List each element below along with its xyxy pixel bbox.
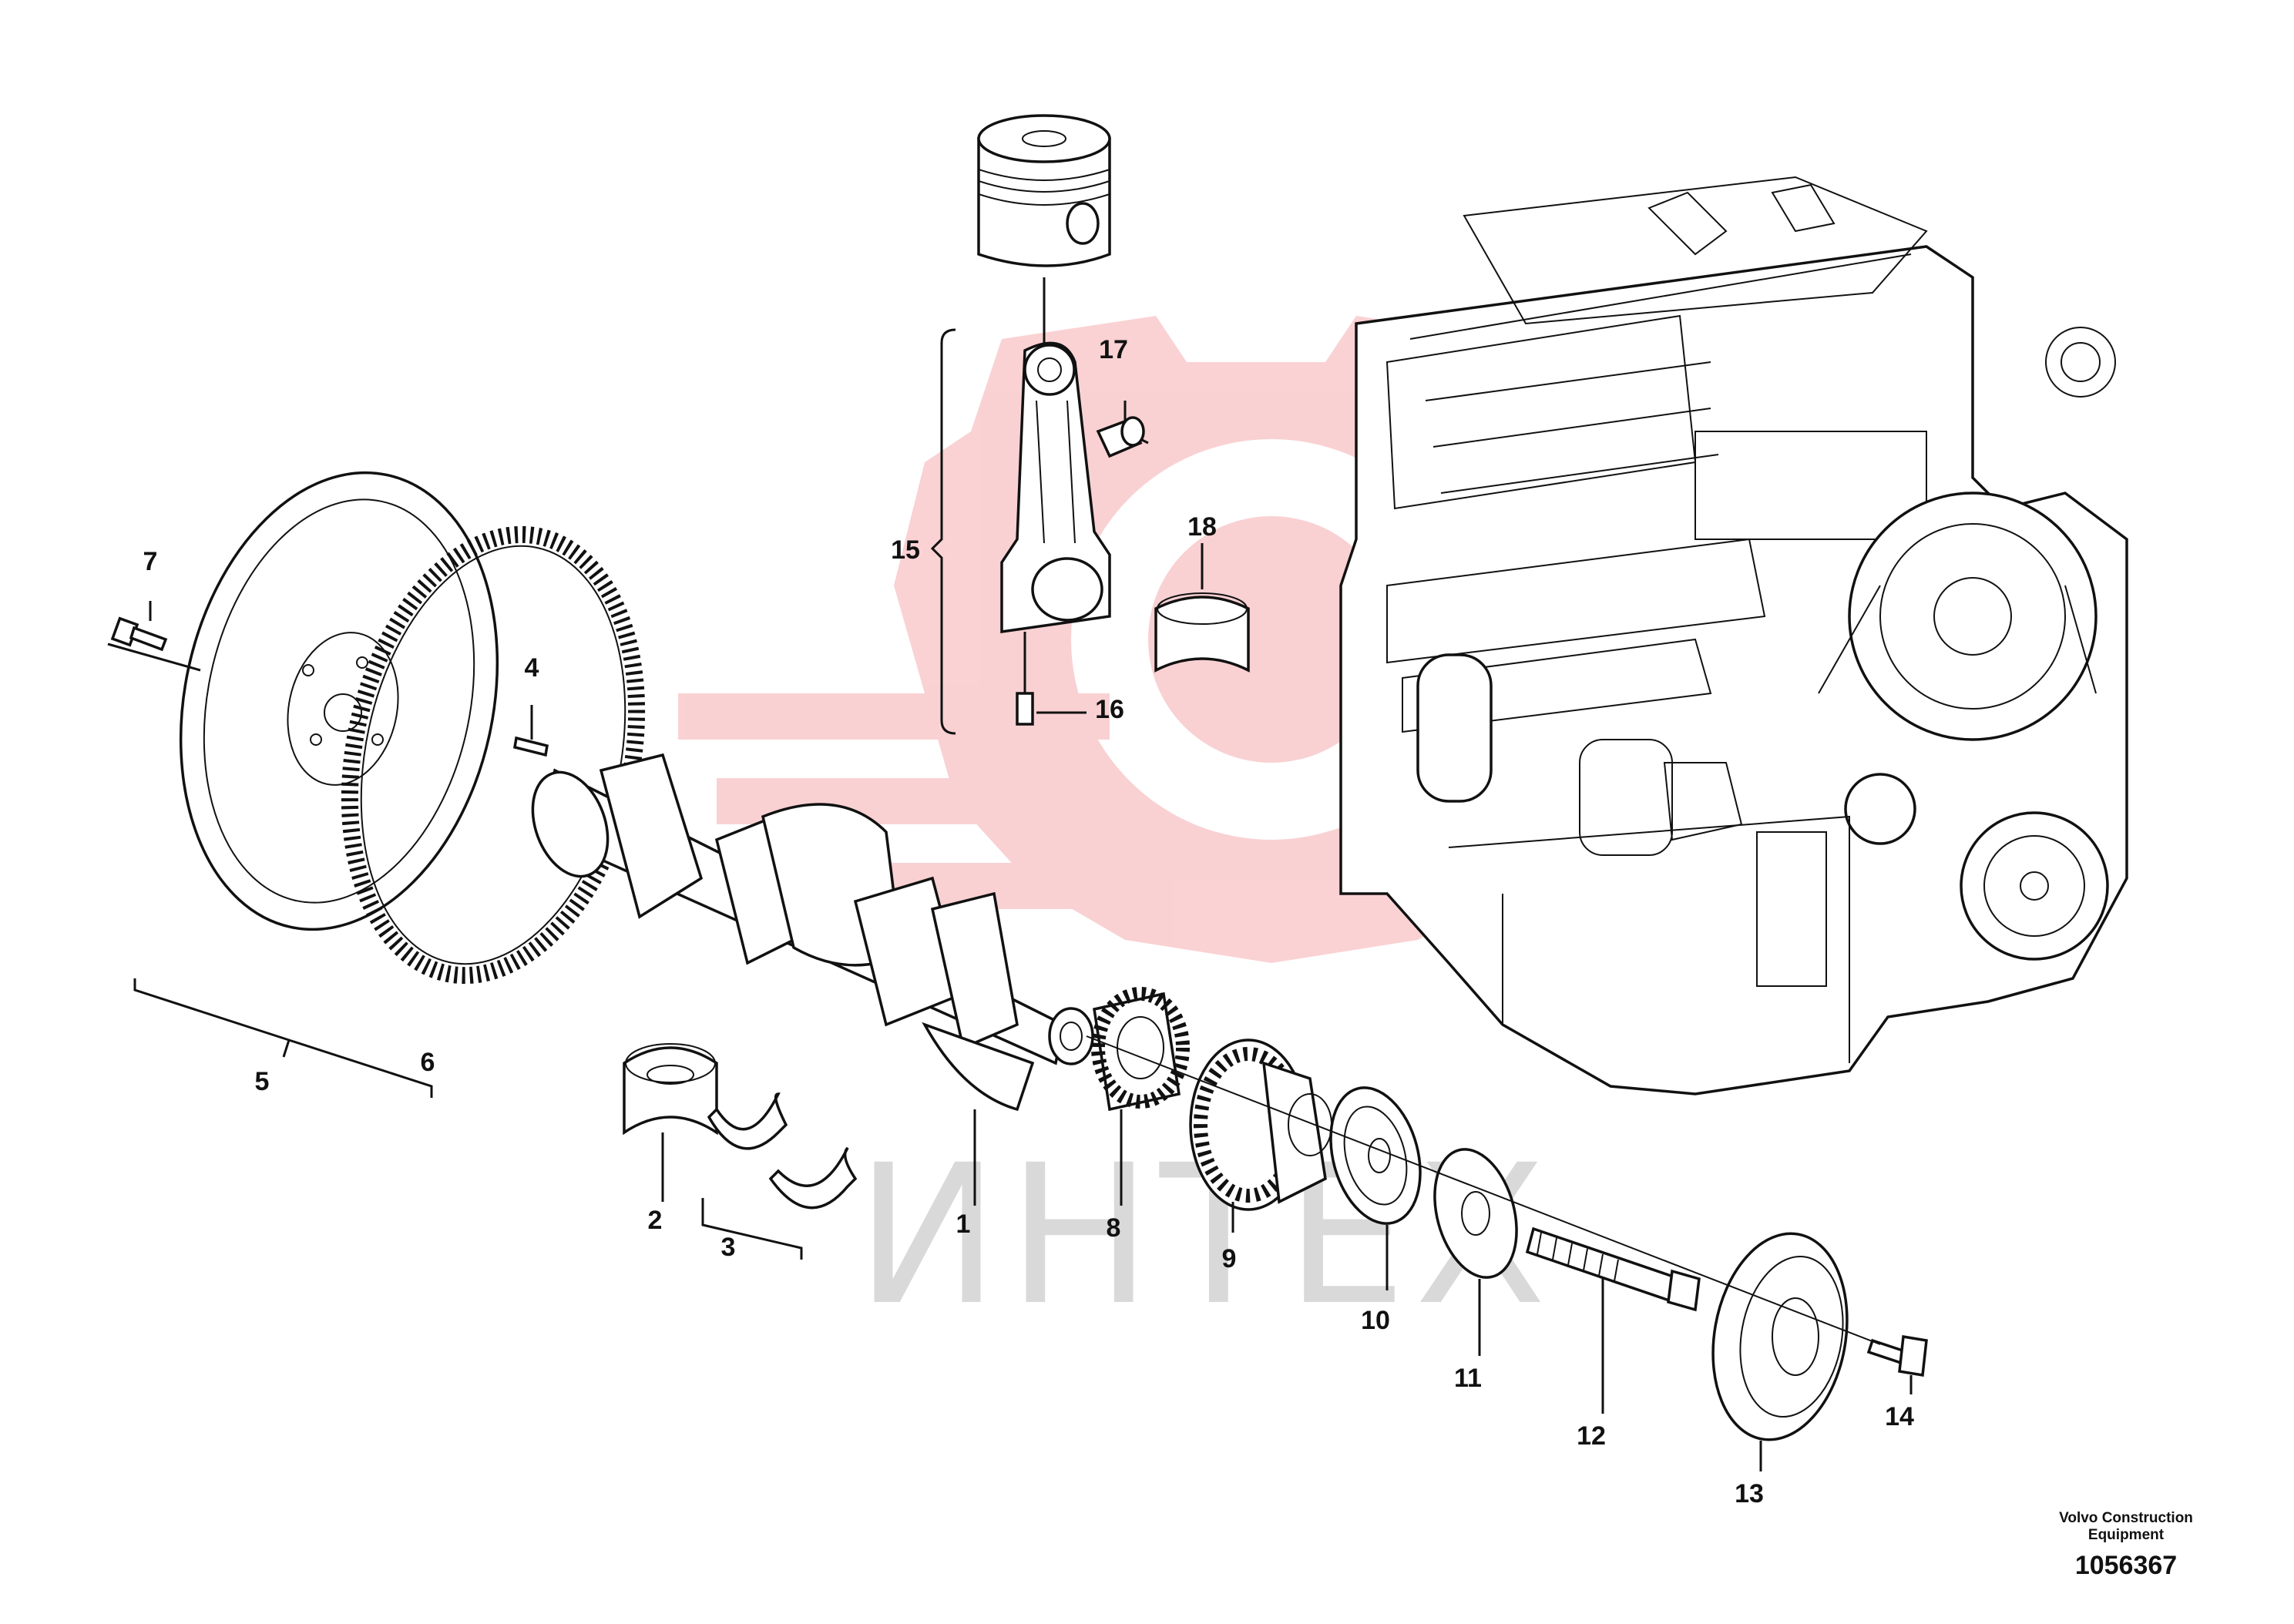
timing-gear	[1189, 1038, 1332, 1211]
brand-label: Volvo Construction Equipment	[2059, 1510, 2193, 1543]
callout-15: 15	[891, 535, 920, 565]
connecting-rod-bearing	[1154, 592, 1250, 673]
callout-2: 2	[648, 1206, 663, 1235]
callout-1: 1	[956, 1210, 971, 1239]
engine-assembly	[1339, 176, 2128, 1096]
callout-7: 7	[143, 547, 158, 576]
flywheel-housing	[179, 471, 499, 931]
callout-16: 16	[1095, 695, 1124, 724]
callout-6: 6	[421, 1048, 435, 1077]
connecting-rod	[1000, 341, 1111, 726]
thrust-washer	[707, 1092, 858, 1210]
callout-10: 10	[1361, 1306, 1390, 1335]
callout-12: 12	[1577, 1421, 1606, 1451]
callout-14: 14	[1885, 1402, 1914, 1431]
callout-13: 13	[1735, 1479, 1764, 1508]
crankshaft	[531, 753, 1094, 1112]
central-bolt	[1525, 1226, 1701, 1312]
main-bearing	[623, 1043, 718, 1136]
callout-9: 9	[1222, 1244, 1237, 1273]
piston	[977, 114, 1111, 267]
bolt	[110, 616, 168, 652]
washer	[1433, 1148, 1518, 1279]
callout-11: 11	[1454, 1364, 1482, 1393]
bushing	[1096, 416, 1145, 458]
crankshaft-gear	[1091, 987, 1190, 1112]
callout-8: 8	[1107, 1213, 1121, 1243]
crankshaft-pulley	[1711, 1232, 1849, 1441]
callout-18: 18	[1187, 512, 1217, 542]
callout-3: 3	[721, 1233, 736, 1262]
callout-17: 17	[1099, 335, 1128, 364]
callout-5: 5	[255, 1067, 270, 1096]
hub	[1329, 1086, 1422, 1225]
document-number: 1056367	[2074, 1551, 2178, 1580]
callout-4: 4	[525, 653, 539, 683]
pulley-bolt	[1866, 1334, 1928, 1377]
